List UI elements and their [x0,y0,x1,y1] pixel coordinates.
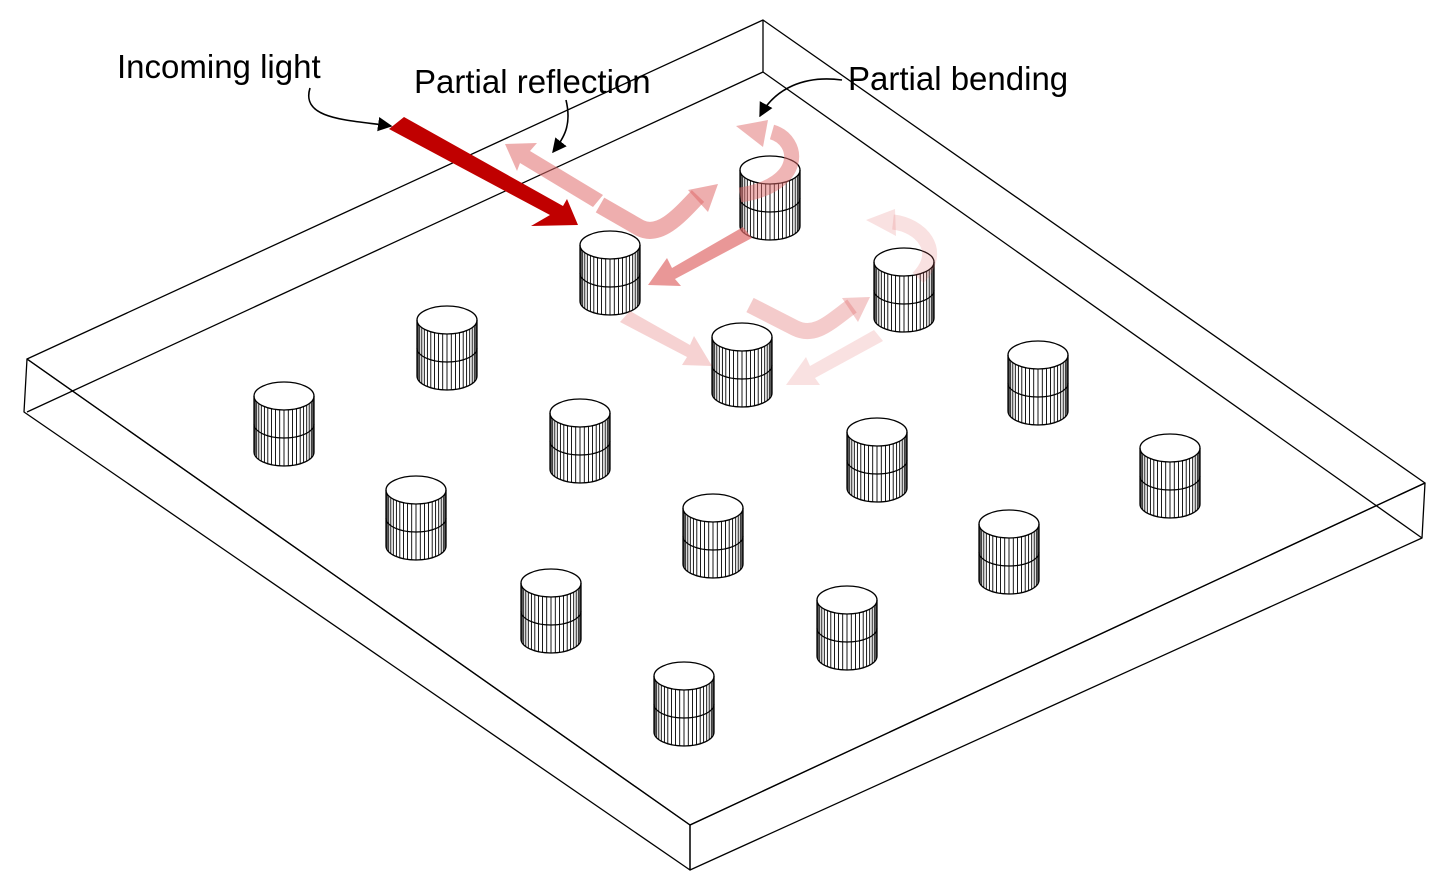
slab-front-left-face [23,358,691,871]
pillar-mid-ring [816,627,878,643]
pillar-mid-ring [579,272,641,288]
pillar [253,381,315,467]
pillar [682,493,744,579]
reflected-arrow-1 [505,143,603,207]
pillar-bottom [579,300,641,316]
pillar-mid-ring [711,364,773,380]
bent-arrow-4 [891,214,937,284]
slab-top-face [26,19,1426,826]
pillar-mid-ring [846,459,908,475]
bent-arrow-3-head [842,297,870,322]
pillar-mid-ring [978,551,1040,567]
bent-arrow-4-head [866,209,896,236]
pillar-bottom [873,317,935,333]
pillar-mid-ring [253,423,315,439]
pillar [846,417,908,503]
bent-arrow-2-head [736,120,768,147]
pillar-bottom [978,579,1040,595]
pillar-bottom [416,375,478,391]
pillar-top [549,398,611,428]
pillar-mid-ring [416,347,478,363]
pillar [520,568,582,654]
pillar-top [253,381,315,411]
pillar [739,155,801,241]
incoming-light-label: Incoming light [117,48,321,85]
pillar-top [1007,340,1069,370]
partial-bending-label: Partial bending [848,60,1069,97]
pillar-mid-ring [549,440,611,456]
pillar-bottom [816,655,878,671]
pillar-mid-ring [653,703,715,719]
pillar-bottom [846,487,908,503]
pillar-bottom [1139,503,1201,519]
pillar-top [579,230,641,260]
pillar [873,247,935,333]
scatter-arrow-3 [620,311,712,366]
slab-hidden-edge-right [762,71,1423,539]
bent-arrow-1-head [688,184,718,212]
pillar [816,585,878,671]
bent-arrow-1 [595,190,705,239]
slab-front-right-face [689,482,1426,871]
pillar-mid-ring [385,517,447,533]
incoming-light-pointer [307,87,393,132]
pillar [1007,340,1069,426]
partial-reflection-pointer [552,99,569,154]
partial-bending-pointer [759,78,843,118]
partial-reflection-label: Partial reflection [414,63,651,100]
pillar [579,230,641,316]
reflected-arrow-2 [648,227,752,286]
pillar-mid-ring [520,610,582,626]
pillar-bottom [385,545,447,561]
callouts [307,78,843,154]
pillar-mid-ring [1139,475,1201,491]
pillar-top [846,417,908,447]
pillar [1139,433,1201,519]
pillar [978,509,1040,595]
pillar [385,475,447,561]
pillar-mid-ring [1007,382,1069,398]
pillar [416,305,478,391]
bent-arrow-2 [738,124,800,203]
pillar-mid-ring [873,289,935,305]
pillar-bottom [682,563,744,579]
pillar-top [416,305,478,335]
pillar [653,661,715,747]
pillar-bottom [1007,410,1069,426]
pillar-top [1139,433,1201,463]
scattered-light [505,120,937,385]
pillar-top [385,475,447,505]
pillar-top [682,493,744,523]
pillar-bottom [520,638,582,654]
pillar-mid-ring [682,535,744,551]
slab-hidden-edge-left [26,71,764,413]
pillar-top [816,585,878,615]
pillar-mid-ring [739,197,801,213]
incoming-light-arrow [389,117,578,226]
pillar-bottom [253,451,315,467]
pillar-top [520,568,582,598]
pillar-top [978,509,1040,539]
pillar-bottom [653,731,715,747]
scatter-arrow-4 [786,330,883,385]
pillar-top [711,322,773,352]
pillar [549,398,611,484]
pillar-bottom [711,392,773,408]
bent-arrow-3 [746,297,857,340]
pillar-array [253,155,1201,747]
pillar-top [653,661,715,691]
pillar [711,322,773,408]
pillar-bottom [549,468,611,484]
slab [23,19,1426,871]
